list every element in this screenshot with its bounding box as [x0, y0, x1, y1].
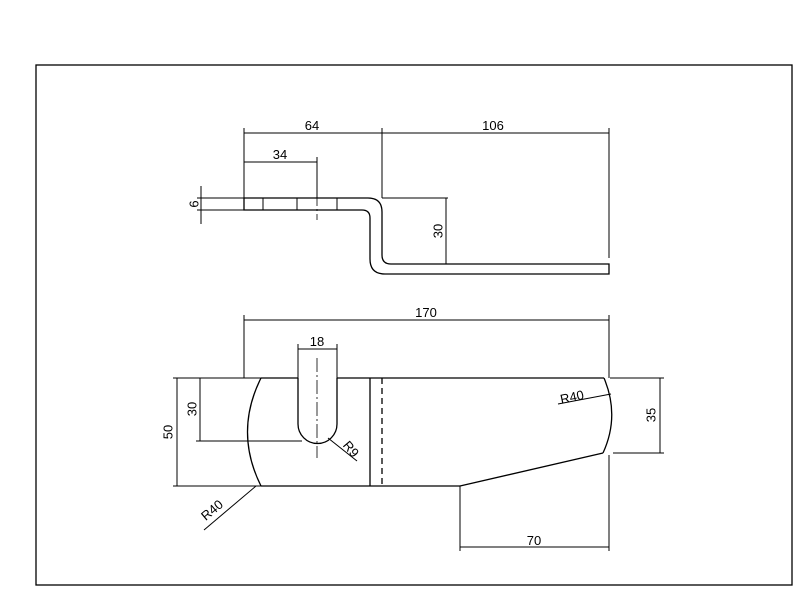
dim-170-label: 170: [415, 305, 437, 320]
slot: [297, 378, 338, 445]
side-view: 64 106 34 6 30: [187, 118, 610, 275]
r40-right-label: R40: [559, 387, 585, 407]
left-arc: [246, 377, 262, 487]
r9-label: R9: [340, 438, 362, 460]
dim-30-top-label: 30: [185, 402, 200, 416]
dim-34-label: 34: [273, 147, 287, 162]
dim-64-label: 64: [305, 118, 319, 133]
leader-r9: [327, 437, 358, 462]
angled-edge: [459, 452, 604, 487]
r40-left-label: R40: [198, 497, 226, 524]
dim-30-label: 30: [431, 224, 446, 238]
top-view: 170 18 50 30 R9 R40 R40 35 70: [161, 305, 664, 551]
dim-70-label: 70: [527, 533, 541, 548]
dim-106-label: 106: [482, 118, 504, 133]
dim-35-label: 35: [644, 408, 659, 422]
side-view-outline: [243, 197, 610, 275]
dim-50-label: 50: [161, 425, 176, 439]
dim-18-label: 18: [310, 334, 324, 349]
leader-r40-left: [203, 485, 257, 531]
dim-6-label: 6: [187, 200, 202, 207]
right-arc: [602, 377, 613, 454]
leader-r40-right: [557, 393, 612, 405]
drawing-border: [35, 64, 793, 586]
